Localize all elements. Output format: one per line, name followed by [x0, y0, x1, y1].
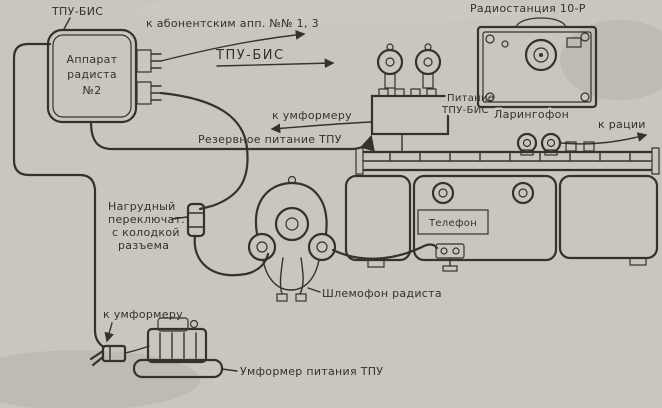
equipment-box-middle: Телефон [412, 174, 558, 272]
connector-block-upper [136, 49, 162, 73]
reserve-power-cable: Резервное питание ТПУ [89, 120, 375, 152]
to-umformer-bottom-label: к умформеру [103, 308, 183, 321]
to-radio-arrow: к рации [560, 116, 648, 145]
helmet-drawing: Шлемофон радиста [247, 175, 442, 302]
telephone-label: Телефон [428, 218, 477, 229]
telephone-connector [435, 243, 465, 272]
umformer: Умформер питания ТПУ [132, 317, 383, 379]
to-subscribers-arrow: к абонентским апп. №№ 1, 3 [146, 17, 319, 62]
tpu-bis-title: ТПУ-БИС [51, 5, 103, 18]
laryngophone-unit: Ларингофон [492, 106, 571, 156]
ear-cup-right [307, 232, 337, 262]
chest-switch-label-line1: Нагрудный [108, 200, 176, 213]
laryngophone-label: Ларингофон [494, 108, 569, 121]
cable-switch-to-helmet [193, 234, 270, 277]
chest-switch: Нагрудный переключат. с колодкой разъема [108, 200, 206, 252]
tpu-bis-bus-label: ТПУ-БИС [215, 48, 285, 63]
chest-switch-label-line3: с колодкой [112, 226, 180, 239]
radio-station: Радиостанция 10-Р [470, 2, 598, 109]
cable-helmet-to-telephone [331, 243, 439, 260]
equipment-box-right [558, 174, 659, 266]
radio-operator-apparatus: Аппарат радиста №2 [46, 28, 162, 124]
cable-left-loop [12, 42, 106, 349]
chest-switch-label-line2: переключат. [108, 213, 185, 226]
apparatus-label-line2: радиста [67, 68, 117, 81]
telephone-box [417, 209, 489, 235]
apparatus-label-line3: №2 [82, 84, 101, 97]
to-radio-label: к рации [598, 118, 646, 131]
ear-cup-left [247, 232, 277, 262]
power-supply-unit: Питание ТПУ-БИС [370, 43, 496, 153]
bolt-right [511, 181, 535, 205]
cable-apparatus-to-switch [159, 91, 249, 211]
to-subscribers-label: к абонентским апп. №№ 1, 3 [146, 17, 319, 30]
equipment-box-left [344, 174, 412, 268]
mounting-shelf [355, 141, 660, 175]
reserve-power-label: Резервное питание ТПУ [198, 133, 342, 146]
to-umformer-mid-arrow: к умформеру [270, 109, 372, 134]
tpu-bis-bus-arrow: ТПУ-БИС [215, 48, 335, 69]
radio-knob [524, 38, 558, 72]
helmet-label: Шлемофон радиста [322, 287, 442, 300]
to-umformer-mid-label: к умформеру [272, 109, 352, 122]
connector-block-lower [136, 81, 162, 105]
bolt-left [431, 181, 455, 205]
radio-station-label: Радиостанция 10-Р [470, 2, 586, 15]
to-umformer-bottom-arrow: к умформеру [103, 308, 183, 343]
apparatus-label-line1: Аппарат [67, 53, 118, 66]
umformer-label: Умформер питания ТПУ [240, 365, 383, 378]
tpu-bis-title-leader [63, 17, 71, 30]
chest-switch-label-line4: разъема [118, 239, 169, 252]
